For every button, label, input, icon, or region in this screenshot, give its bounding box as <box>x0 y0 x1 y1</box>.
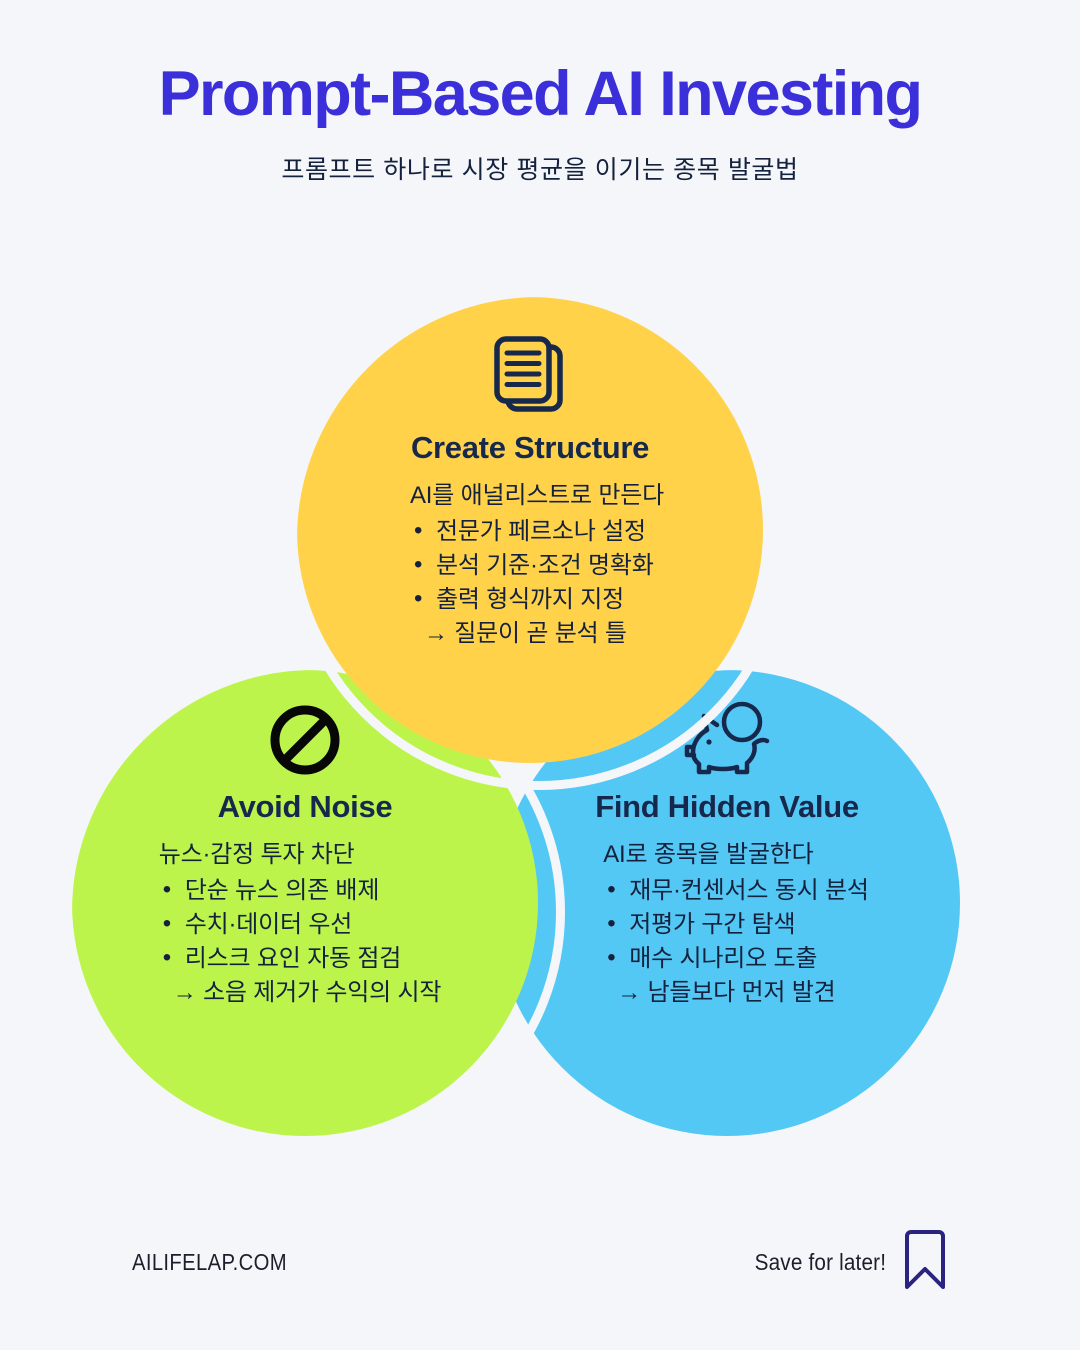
card-bullet: 전문가 페르소나 설정 <box>410 514 664 549</box>
card-bullet: 재무·컨센서스 동시 분석 <box>603 873 869 908</box>
page-subtitle: 프롬프트 하나로 시장 평균을 이기는 종목 발굴법 <box>281 155 799 184</box>
piggy-bank-icon <box>684 700 770 780</box>
card-conclusion: → 질문이 곧 분석 틀 <box>423 620 627 648</box>
card-lead: AI를 애널리스트로 만든다 <box>409 482 664 510</box>
card-bullet: 단순 뉴스 의존 배제 <box>159 873 441 908</box>
card-lead: AI로 종목을 발굴한다 <box>603 841 814 869</box>
card-bullet: 저평가 구간 탐색 <box>603 907 869 942</box>
save-for-later[interactable]: Save for later! <box>740 1229 948 1296</box>
bookmark-icon[interactable] <box>902 1229 948 1296</box>
prohibition-icon <box>266 700 344 780</box>
card-title: Find Hidden Value <box>595 789 859 824</box>
documents-icon <box>491 335 569 421</box>
brand-url: AILIFELAP.COM <box>132 1248 287 1275</box>
card-bullet: 출력 형식까지 지정 <box>410 582 664 617</box>
card-body: 뉴스·감정 투자 차단 단순 뉴스 의존 배제 수치·데이터 우선 리스크 요인… <box>158 838 442 1010</box>
header: Prompt-Based AI Investing 프롬프트 하나로 시장 평균… <box>0 0 1080 186</box>
save-for-later-label: Save for later! <box>754 1248 886 1275</box>
card-conclusion: → 남들보다 먼저 발견 <box>617 979 836 1007</box>
card-bullet-list: 단순 뉴스 의존 배제 수치·데이터 우선 리스크 요인 자동 점검 <box>159 873 441 976</box>
footer: AILIFELAP.COM Save for later! <box>0 1200 1080 1350</box>
card-title: Create Structure <box>410 430 650 465</box>
card-body: AI로 종목을 발굴한다 재무·컨센서스 동시 분석 저평가 구간 탐색 매수 … <box>603 838 869 1010</box>
card-bullet-list: 재무·컨센서스 동시 분석 저평가 구간 탐색 매수 시나리오 도출 <box>603 873 869 976</box>
card-bullet-list: 전문가 페르소나 설정 분석 기준·조건 명확화 출력 형식까지 지정 <box>410 514 664 617</box>
card-bullet: 분석 기준·조건 명확화 <box>410 548 664 583</box>
card-bullet: 매수 시나리오 도출 <box>603 941 869 976</box>
card-title: Avoid Noise <box>217 789 393 824</box>
card-lead: 뉴스·감정 투자 차단 <box>158 841 355 869</box>
card-create-structure[interactable]: Create Structure AI를 애널리스트로 만든다 전문가 페르소나… <box>288 288 790 790</box>
card-body: AI를 애널리스트로 만든다 전문가 페르소나 설정 분석 기준·조건 명확화 … <box>410 479 664 651</box>
card-bullet: 리스크 요인 자동 점검 <box>159 941 441 976</box>
card-bullet: 수치·데이터 우선 <box>159 907 441 942</box>
page-title: Prompt-Based AI Investing <box>158 59 923 129</box>
card-conclusion: → 소음 제거가 수익의 시작 <box>172 979 442 1007</box>
